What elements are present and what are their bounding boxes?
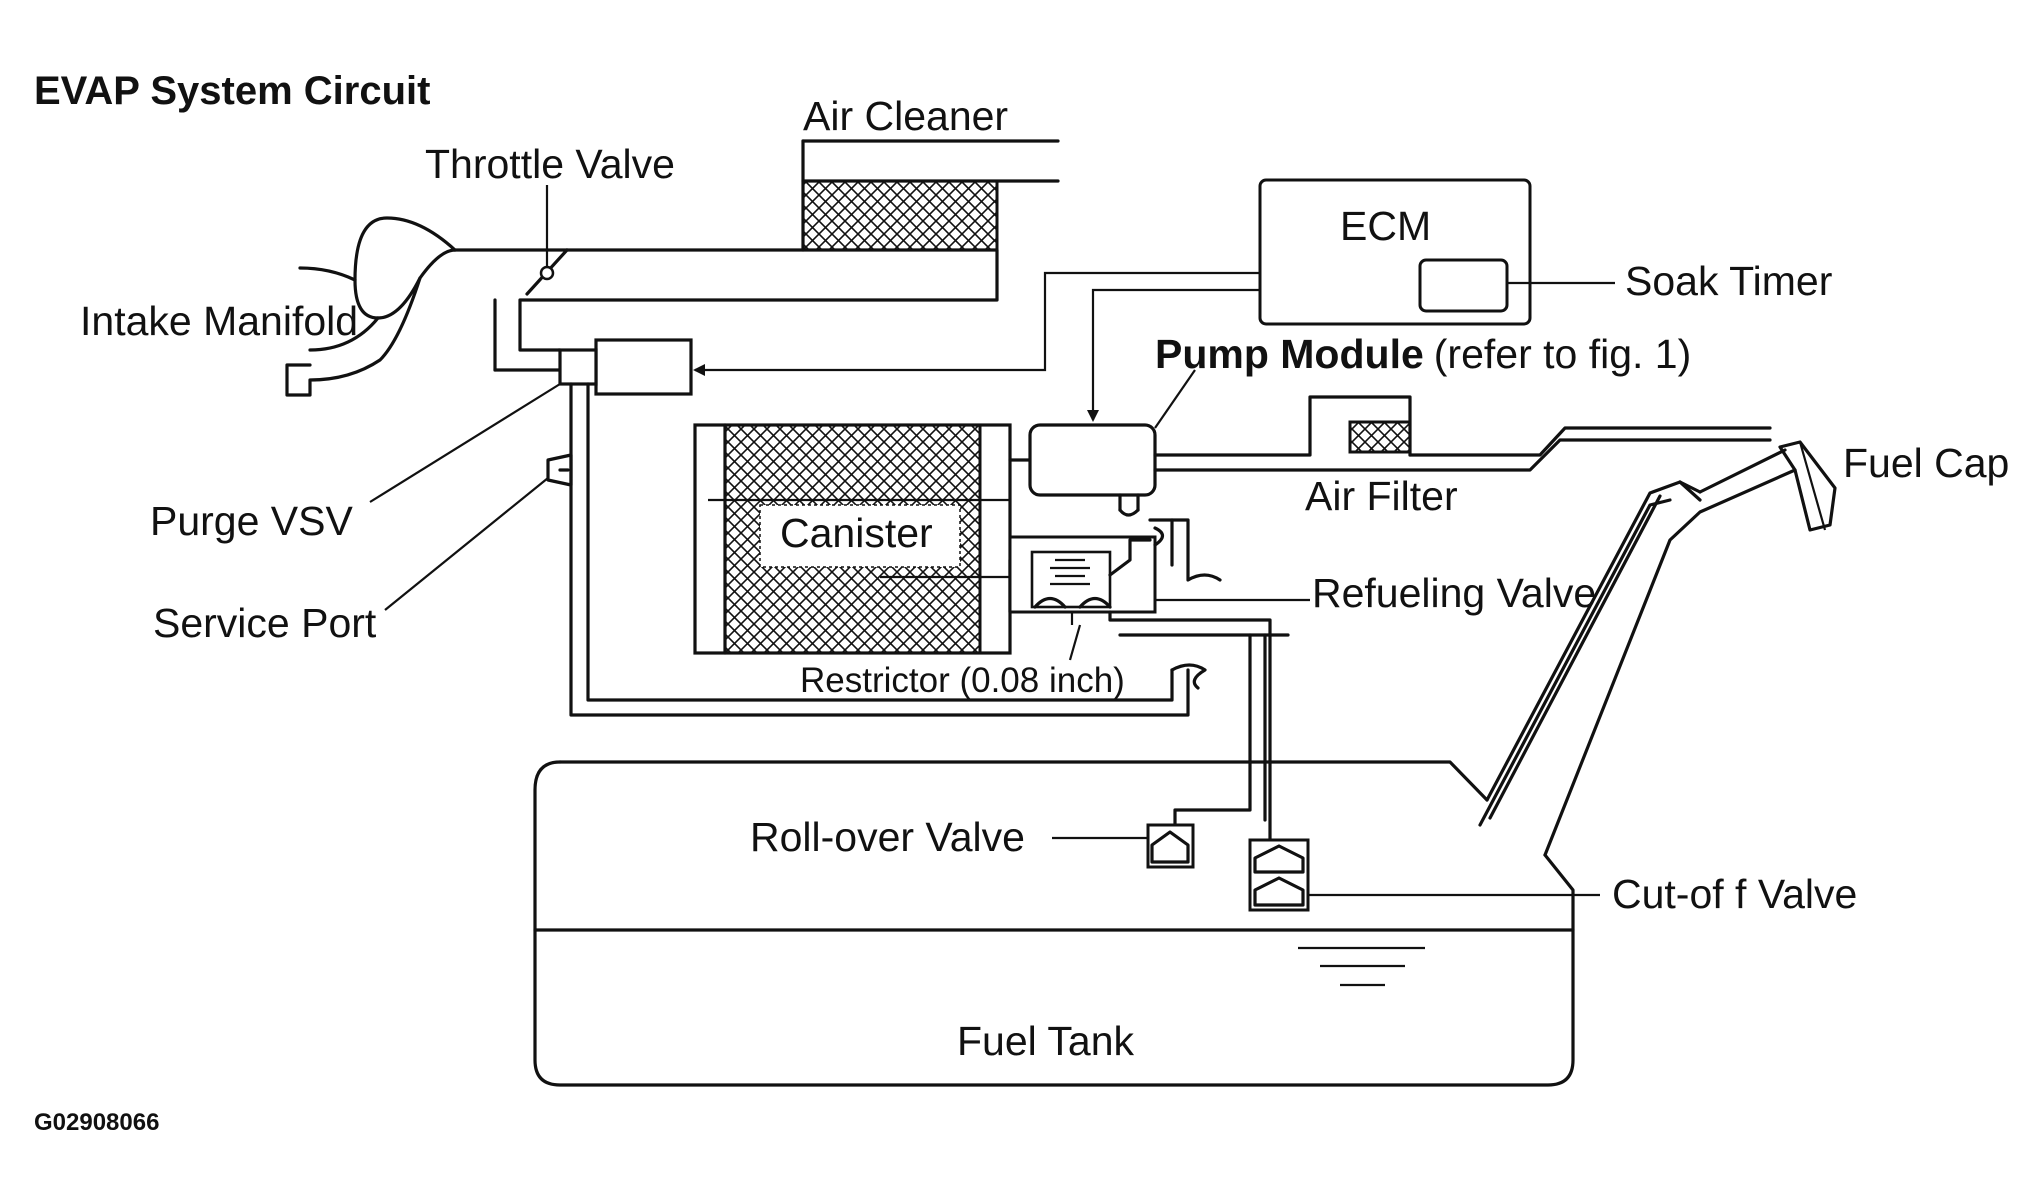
purge-lines	[569, 382, 1207, 717]
cutoff-valve	[1248, 838, 1600, 912]
fuel-tank-label: Fuel Tank	[957, 1018, 1135, 1064]
pump-module-label: Pump Module(refer to fig. 1)	[1155, 331, 1691, 377]
air-filter-label: Air Filter	[1305, 473, 1458, 519]
ecm-vsv-signal-line	[693, 271, 1260, 376]
fuel-filler-pipe	[1478, 448, 1797, 857]
air-cleaner	[801, 139, 1060, 252]
pump-to-refueling-line	[1148, 518, 1222, 582]
throttle-valve-label: Throttle Valve	[425, 141, 675, 187]
service-port-label: Service Port	[153, 600, 377, 646]
fuel-tank	[533, 760, 1575, 1087]
air-cleaner-label: Air Cleaner	[803, 93, 1008, 139]
restrictor-label: Restrictor (0.08 inch)	[800, 661, 1125, 700]
diagram-title: EVAP System Circuit	[34, 69, 430, 113]
purge-vsv-label: Purge VSV	[150, 498, 353, 544]
pump-module-ref-label: (refer to fig. 1)	[1434, 331, 1691, 377]
canister: Canister	[693, 423, 1032, 655]
refueling-to-rollover-line	[1173, 633, 1252, 827]
rollover-valve-label: Roll-over Valve	[750, 814, 1025, 860]
figure-code: G02908066	[34, 1109, 159, 1136]
refueling-valve	[1008, 526, 1310, 625]
air-filter	[1153, 395, 1772, 472]
fuel-cap	[1778, 440, 1837, 532]
refueling-to-cutoff-line	[1108, 610, 1272, 847]
pump-module-bold-label: Pump Module	[1155, 331, 1424, 377]
service-port	[384, 453, 573, 611]
canister-label: Canister	[780, 510, 933, 556]
ecm-pump-signal-line	[1087, 288, 1260, 422]
pump-module	[1028, 369, 1196, 517]
rollover-valve	[1052, 823, 1195, 869]
soak-timer-label: Soak Timer	[1625, 258, 1832, 304]
cutoff-valve-label: Cut-of f Valve	[1612, 871, 1857, 917]
throttle-valve	[525, 185, 569, 296]
purge-vsv	[369, 338, 693, 503]
refueling-valve-label: Refueling Valve	[1312, 570, 1596, 616]
intake-manifold-label: Intake Manifold	[80, 298, 358, 344]
fuel-cap-label: Fuel Cap	[1843, 440, 2009, 486]
ecm: ECM	[1258, 178, 1615, 326]
ecm-label: ECM	[1340, 203, 1431, 249]
intake-manifold	[285, 216, 999, 397]
restrictor-leader	[1068, 624, 1082, 661]
